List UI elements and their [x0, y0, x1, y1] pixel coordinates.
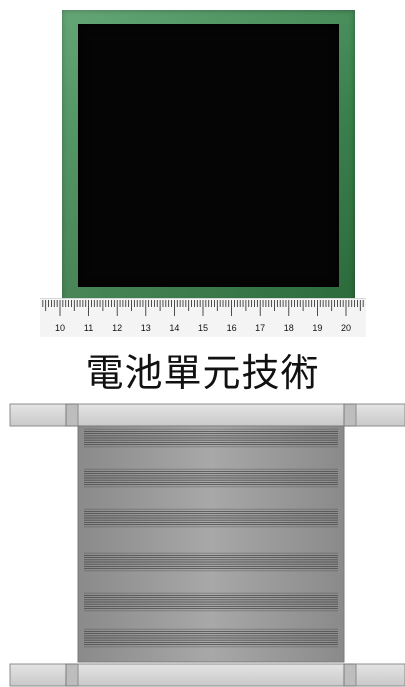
ruler-label: 15	[197, 323, 209, 333]
measurement-ruler: 10 11 12 13 14 15 16 17 18 19 20	[40, 298, 366, 337]
top-right-tab	[355, 403, 405, 427]
top-center-plate	[77, 403, 345, 427]
stack-core	[77, 425, 345, 663]
ruler-label: 16	[226, 323, 237, 333]
cell-active-area	[78, 24, 339, 287]
bottom-right-tab	[355, 663, 405, 687]
bottom-left-clamp	[65, 663, 79, 687]
ruler-label: 13	[140, 323, 151, 333]
top-right-clamp	[343, 403, 357, 427]
bottom-right-clamp	[343, 663, 357, 687]
ruler-label: 11	[83, 323, 94, 333]
ruler-label: 14	[169, 323, 180, 333]
ruler-label: 10	[54, 323, 66, 333]
ruler-ticks	[42, 300, 364, 316]
ruler-label: 12	[112, 323, 123, 333]
cell-photo-frame	[62, 10, 355, 303]
ruler-label: 20	[340, 323, 352, 333]
ruler-label: 19	[312, 323, 323, 333]
bottom-center-plate	[77, 663, 345, 687]
top-left-clamp	[65, 403, 79, 427]
ruler-label: 17	[255, 323, 266, 333]
stack-layers	[84, 428, 338, 648]
caption-title: 電池單元技術	[85, 351, 320, 395]
module-render-svg	[9, 403, 405, 687]
top-left-tab	[9, 403, 69, 427]
ruler-label: 18	[283, 323, 294, 333]
module-rendering	[0, 402, 405, 687]
bottom-left-tab	[9, 663, 69, 687]
